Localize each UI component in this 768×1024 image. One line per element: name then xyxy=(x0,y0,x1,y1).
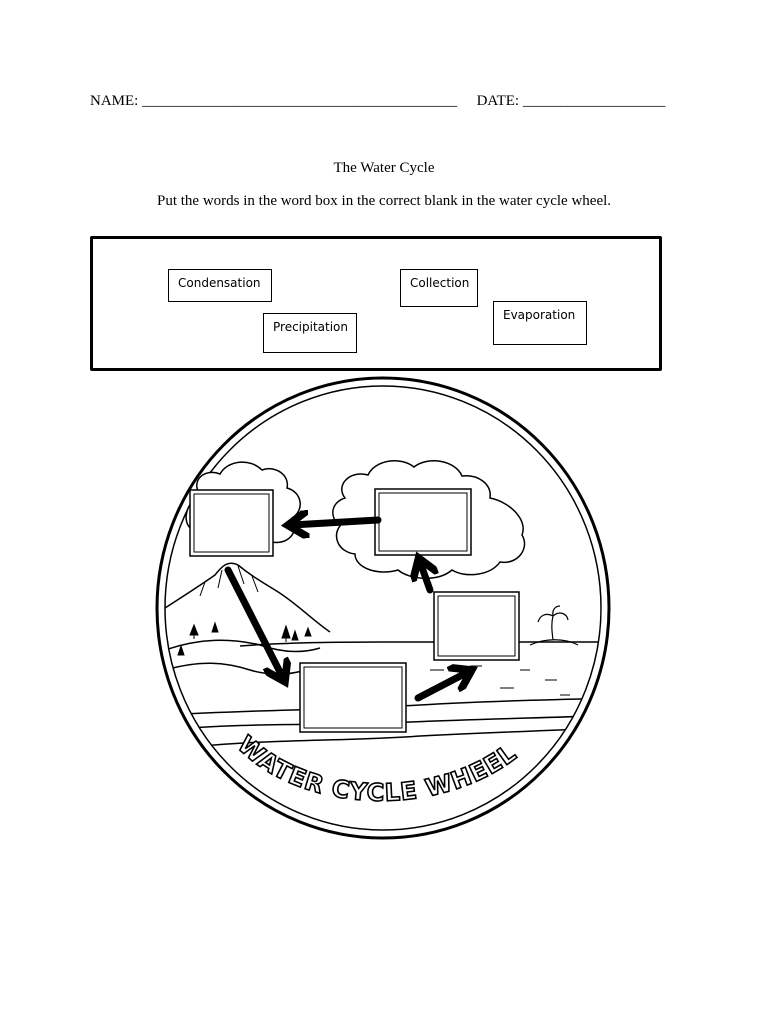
word-collection[interactable]: Collection xyxy=(400,269,478,307)
blank-box-right[interactable] xyxy=(433,591,520,661)
word-evaporation[interactable]: Evaporation xyxy=(493,301,587,345)
arrow-collection-to-evaporation xyxy=(414,672,468,702)
word-precipitation[interactable]: Precipitation xyxy=(263,313,357,353)
arrow-evaporation-up xyxy=(420,562,430,594)
word-box: Condensation Collection Precipitation Ev… xyxy=(90,236,662,371)
water-cycle-wheel: WATER CYCLE WHEEL xyxy=(155,376,611,840)
date-field[interactable]: ___________________ xyxy=(522,93,666,109)
island-palm-icon xyxy=(529,605,579,646)
name-date-line: NAME: __________________________________… xyxy=(90,93,665,110)
blank-box-top-right[interactable] xyxy=(374,488,472,556)
mountain xyxy=(165,562,331,633)
worksheet-title: The Water Cycle xyxy=(333,160,435,176)
blank-box-bottom[interactable] xyxy=(299,662,407,733)
blank-box-top-left[interactable] xyxy=(189,489,274,557)
name-label: NAME: xyxy=(90,93,139,109)
wheel-inner-ring xyxy=(164,385,602,831)
arrow-cloud-to-cloud xyxy=(292,520,382,525)
word-condensation[interactable]: Condensation xyxy=(168,269,272,302)
name-field[interactable]: ________________________________________… xyxy=(142,93,458,109)
instructions: Put the words in the word box in the cor… xyxy=(156,193,612,209)
wheel-outer-ring xyxy=(155,376,611,840)
arrow-down-to-collection xyxy=(224,566,283,678)
date-label: DATE: xyxy=(476,93,520,109)
trees xyxy=(177,621,312,656)
